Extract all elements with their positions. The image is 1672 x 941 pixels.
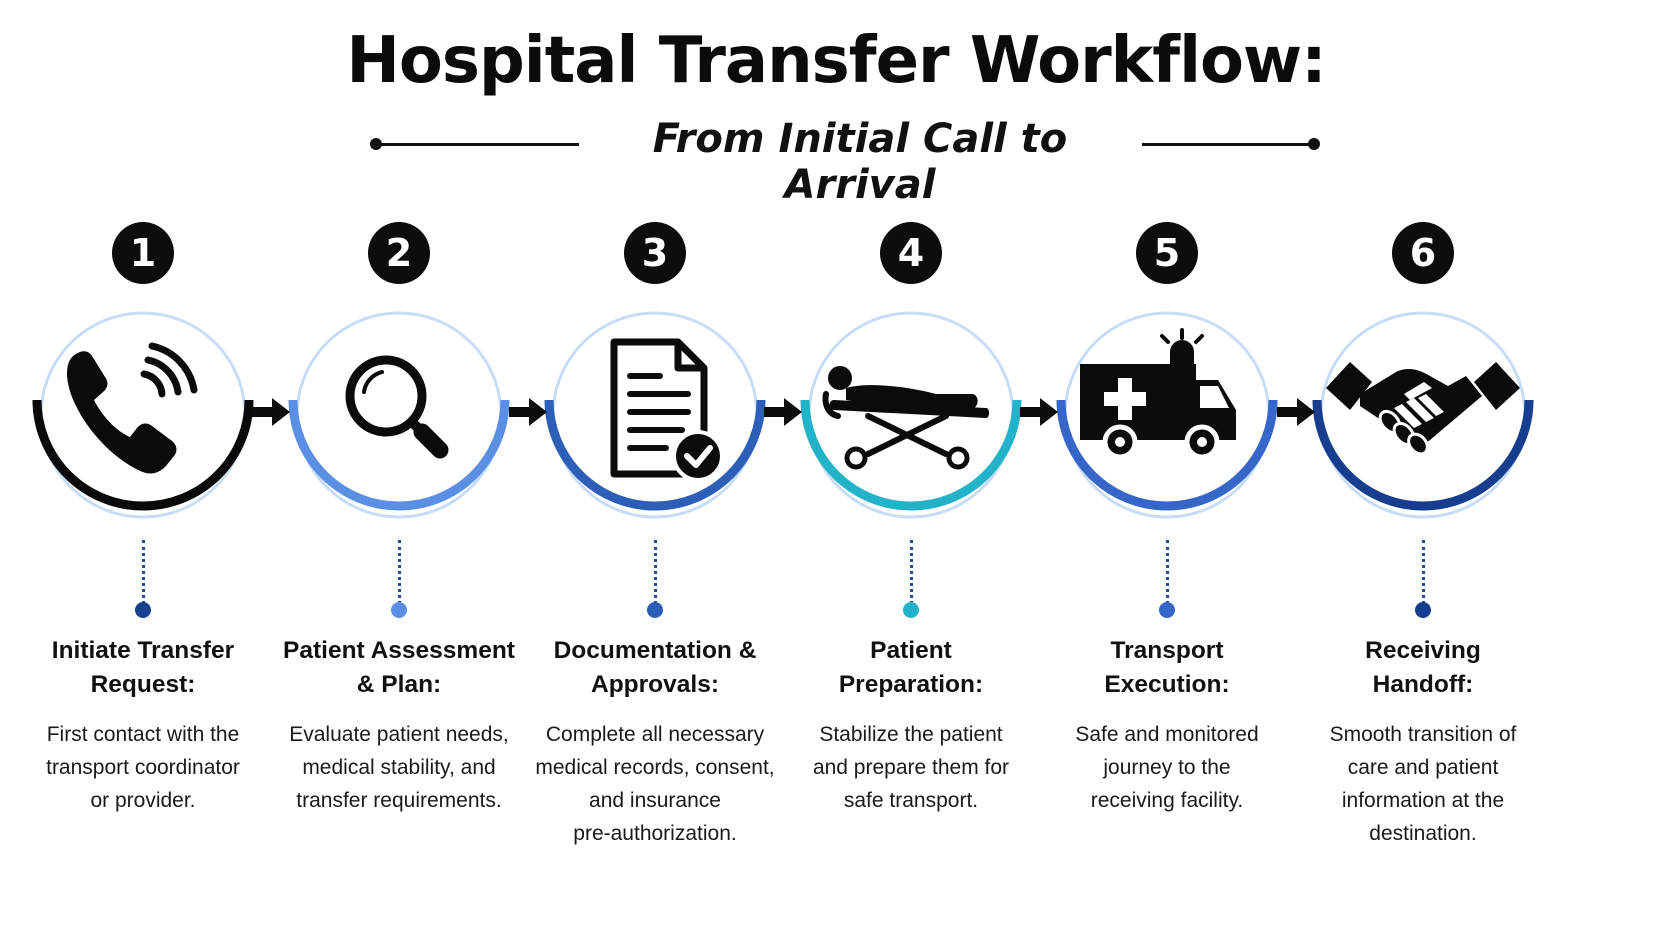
phone-icon [67, 342, 198, 474]
step-description: Complete all necessary medical records, … [535, 723, 775, 845]
step-connector-dot [1415, 602, 1431, 618]
step-connector-line [1166, 540, 1169, 604]
step-icon-circle [1312, 311, 1534, 519]
step-connector-line [142, 540, 145, 604]
step-description: Safe and monitored journey to the receiv… [1075, 723, 1259, 812]
step-connector-dot [391, 602, 407, 618]
step-connector-line [910, 540, 913, 604]
step-title: Documentation & Approvals: [553, 637, 757, 698]
subtitle-divider-right [1142, 143, 1313, 146]
step-number-badge: 5 [1136, 222, 1198, 284]
step-connector-dot [647, 602, 663, 618]
flow-arrow-icon [1277, 398, 1315, 426]
step-title: Patient Preparation: [838, 637, 984, 698]
step-icon-circle [544, 311, 766, 519]
step-number-badge: 2 [368, 222, 430, 284]
flow-arrow-icon [764, 398, 802, 426]
step-connector-line [398, 540, 401, 604]
stretcher-icon [822, 366, 989, 470]
flow-arrow-icon [509, 398, 547, 426]
step-icon-circle [800, 311, 1022, 519]
subtitle-row: From Initial Call to Arrival [0, 114, 1672, 208]
handshake-icon [1326, 362, 1520, 456]
step-number-badge: 3 [624, 222, 686, 284]
subtitle-dot-right [1308, 138, 1320, 150]
step-description: Smooth transition of care and patient in… [1329, 723, 1517, 845]
step-description: Stabilize the patient and prepare them f… [812, 723, 1010, 812]
step-connector-dot [1159, 602, 1175, 618]
ambulance-icon [1080, 328, 1236, 460]
step-connector-dot [903, 602, 919, 618]
step-icon-circle [1056, 311, 1278, 519]
flow-arrow-icon [1020, 398, 1058, 426]
step-title: Receiving Handoff: [1365, 637, 1481, 698]
subtitle-divider-left [375, 143, 579, 146]
flow-arrow-icon [252, 398, 290, 426]
document-check-icon [610, 338, 724, 482]
step-number-badge: 1 [112, 222, 174, 284]
magnifier-icon [345, 355, 449, 459]
page-title: Hospital Transfer Workflow: [346, 24, 1326, 98]
step-title: Patient Assessment & Plan: [283, 637, 515, 698]
step-icon-circle [288, 311, 510, 519]
step-description: First contact with the transport coordin… [46, 723, 240, 812]
step-number-badge: 4 [880, 222, 942, 284]
step-icon-circle [32, 311, 254, 519]
step-connector-dot [135, 602, 151, 618]
step-description: Evaluate patient needs, medical stabilit… [289, 723, 509, 812]
step-number-badge: 6 [1392, 222, 1454, 284]
step-title: Initiate Transfer Request: [51, 637, 235, 698]
step-title: Transport Execution: [1104, 637, 1230, 698]
step-connector-line [1422, 540, 1425, 604]
step-connector-line [654, 540, 657, 604]
page-subtitle: From Initial Call to Arrival [652, 116, 1068, 208]
